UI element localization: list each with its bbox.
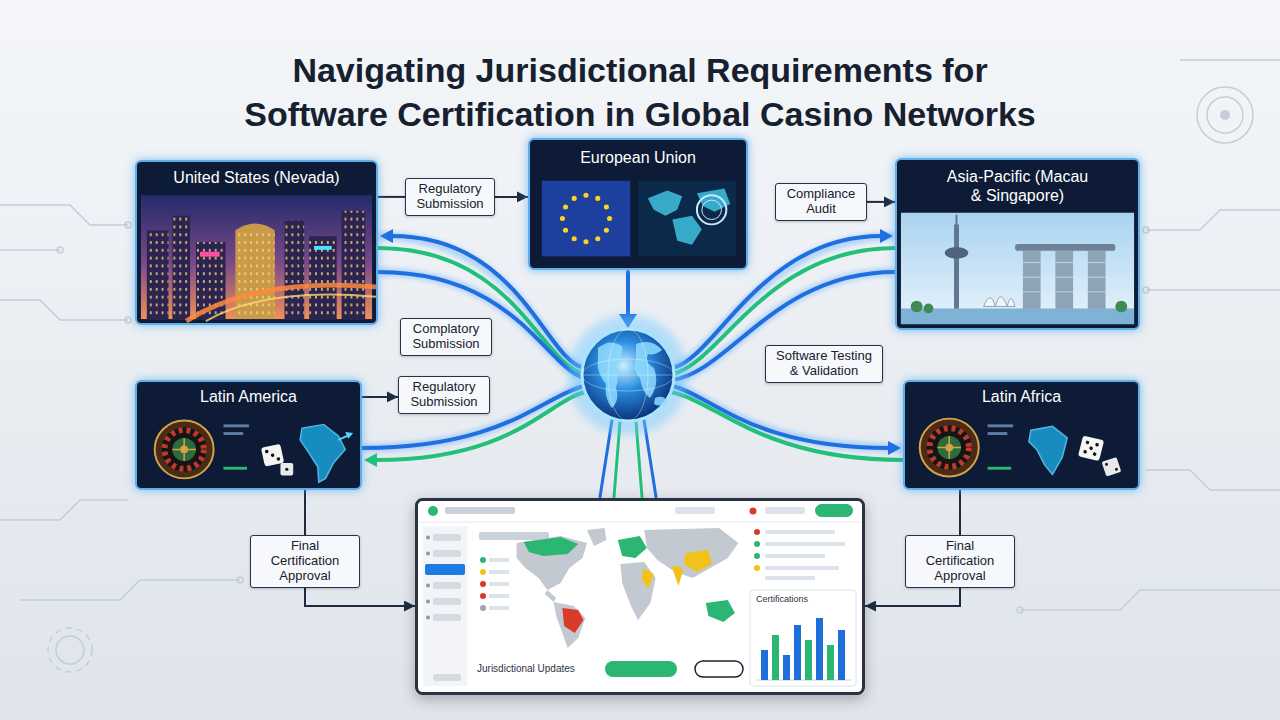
region-panel: United States (Nevada) bbox=[135, 160, 378, 325]
screen-text: Jurisdictional Updates bbox=[477, 663, 575, 675]
process-box: Final Certification Approval bbox=[250, 535, 360, 588]
dashboard-screen: Jurisdictional Updates Certifications bbox=[415, 498, 865, 695]
panel-header: Latin Africa bbox=[905, 382, 1138, 412]
globe-icon bbox=[568, 315, 688, 435]
process-box: Compliance Audit bbox=[775, 183, 867, 221]
region-panel: Latin America bbox=[135, 380, 362, 490]
flow-connector bbox=[959, 490, 961, 535]
diagram-title: Navigating Jurisdictional Requirements f… bbox=[140, 48, 1140, 136]
circuit-lines bbox=[0, 60, 1280, 672]
process-box: Software Testing & Validation bbox=[765, 345, 883, 383]
step-label: Software Testing & Validation bbox=[772, 349, 876, 379]
process-box: Final Certification Approval bbox=[905, 535, 1015, 588]
region-name: Latin America bbox=[200, 387, 297, 406]
step-label: Complatory Submission bbox=[407, 322, 485, 352]
process-box: Regulatory Submission bbox=[398, 376, 490, 414]
flow-connector bbox=[362, 396, 398, 398]
panel-header: United States (Nevada) bbox=[137, 162, 376, 194]
panel-header: European Union bbox=[530, 140, 746, 176]
region-name: United States (Nevada) bbox=[173, 168, 339, 187]
flow-connector bbox=[865, 588, 960, 606]
flow-curves bbox=[362, 236, 903, 497]
step-label: Final Certification Approval bbox=[912, 539, 1008, 584]
step-label: Regulatory Submission bbox=[412, 182, 488, 212]
region-panel: Asia-Pacific (Macau & Singapore) bbox=[895, 158, 1140, 330]
flow-connector bbox=[495, 196, 528, 198]
singapore-macau-illustration bbox=[897, 160, 1138, 328]
panel-header: Latin America bbox=[137, 382, 360, 412]
flow-connector bbox=[867, 201, 895, 203]
panel-header: Asia-Pacific (Macau & Singapore) bbox=[897, 160, 1138, 212]
region-name: European Union bbox=[580, 148, 696, 167]
screen-text: Certifications bbox=[756, 594, 808, 605]
region-panel: European Union bbox=[528, 138, 748, 270]
region-name: Asia-Pacific (Macau & Singapore) bbox=[915, 167, 1120, 205]
flow-connector bbox=[378, 196, 405, 198]
process-box: Regulatory Submission bbox=[405, 178, 495, 216]
step-label: Final Certification Approval bbox=[257, 539, 353, 584]
step-label: Compliance Audit bbox=[782, 187, 860, 217]
flow-connector bbox=[304, 490, 306, 535]
circuit-dot bbox=[1220, 110, 1230, 120]
process-box: Complatory Submission bbox=[400, 318, 492, 356]
step-label: Regulatory Submission bbox=[405, 380, 483, 410]
region-name: Latin Africa bbox=[982, 387, 1061, 406]
region-panel: Latin Africa bbox=[903, 380, 1140, 490]
flow-connector bbox=[305, 588, 415, 606]
